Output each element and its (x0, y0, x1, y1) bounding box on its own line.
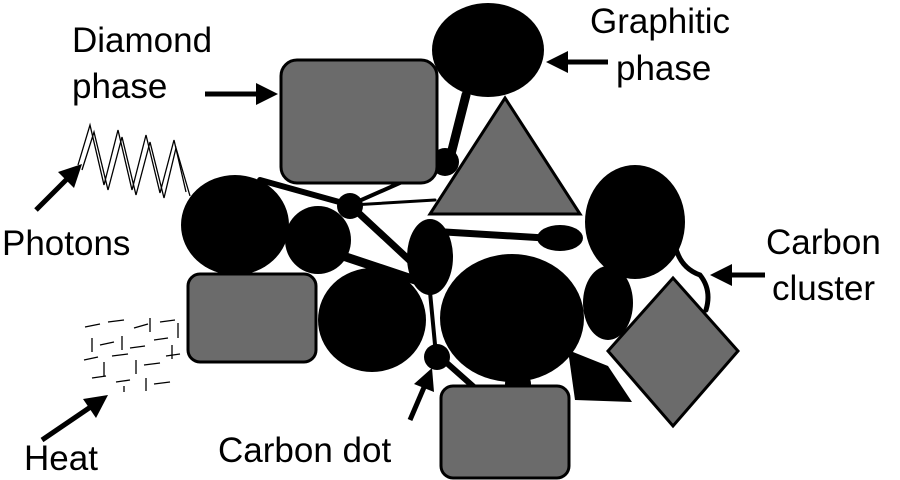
graphitic-phase-label-line1: Graphitic (590, 2, 730, 41)
small-horizontal-ellipse (537, 225, 583, 251)
link-cluster-tail (672, 242, 711, 313)
diamond-phase-label-line2: phase (72, 67, 167, 106)
photons-wave-icon (77, 122, 191, 199)
photons-label: Photons (2, 224, 130, 263)
left-medium-circle (285, 206, 351, 274)
carbon-dot-shape (424, 344, 450, 370)
link-node-to-triangle (350, 198, 437, 207)
carbon-cluster-label-line2: cluster (772, 269, 875, 308)
link-vertical-ellipse-to-small-ellipse (441, 228, 549, 242)
left-large-ellipse (181, 175, 289, 275)
graphitic-phase-ellipse (432, 3, 544, 97)
link-graphite-top-to-small-dot (445, 90, 471, 163)
heat-label: Heat (24, 439, 98, 478)
carbon-cluster-arrow (710, 264, 765, 286)
diamond-phase-triangle (427, 95, 583, 216)
photons-arrow (34, 164, 82, 212)
graphitic-shapes (181, 3, 685, 402)
carbon-dot-arrow (407, 368, 434, 421)
diamond-phase-rect-top (279, 58, 439, 185)
diamond-phase-rect-left (186, 272, 318, 364)
node-dot (337, 193, 363, 219)
carbon-cluster-ellipse (585, 165, 685, 279)
black-quadrilateral (568, 350, 632, 402)
carbon-cluster-label-line1: Carbon (766, 223, 881, 262)
carbon-dot-label: Carbon dot (218, 431, 391, 470)
graphitic-phase-label-line2: phase (616, 49, 711, 88)
text-labels: Diamond phase Graphitic phase Photons Ca… (2, 2, 881, 478)
arrows (34, 51, 765, 443)
heat-dashes-icon (83, 318, 181, 392)
graphitic-phase-arrow (546, 51, 608, 73)
link-circle-to-vertical-ellipse (335, 250, 420, 285)
heat-arrow (40, 395, 108, 443)
diamond-phase-label-line1: Diamond (72, 21, 212, 60)
center-large-ellipse (440, 254, 584, 382)
diamond-phase-rhombus (606, 275, 740, 429)
right-small-ellipse (583, 266, 633, 340)
diamond-phase-rect-bottom (439, 384, 571, 480)
link-left-ellipse-to-node (257, 177, 353, 208)
diamond-shapes (186, 58, 740, 480)
connection-links (257, 90, 711, 391)
diamond-phase-arrow (205, 83, 278, 105)
vertical-ellipse (407, 219, 453, 295)
lower-left-circle (318, 268, 426, 372)
